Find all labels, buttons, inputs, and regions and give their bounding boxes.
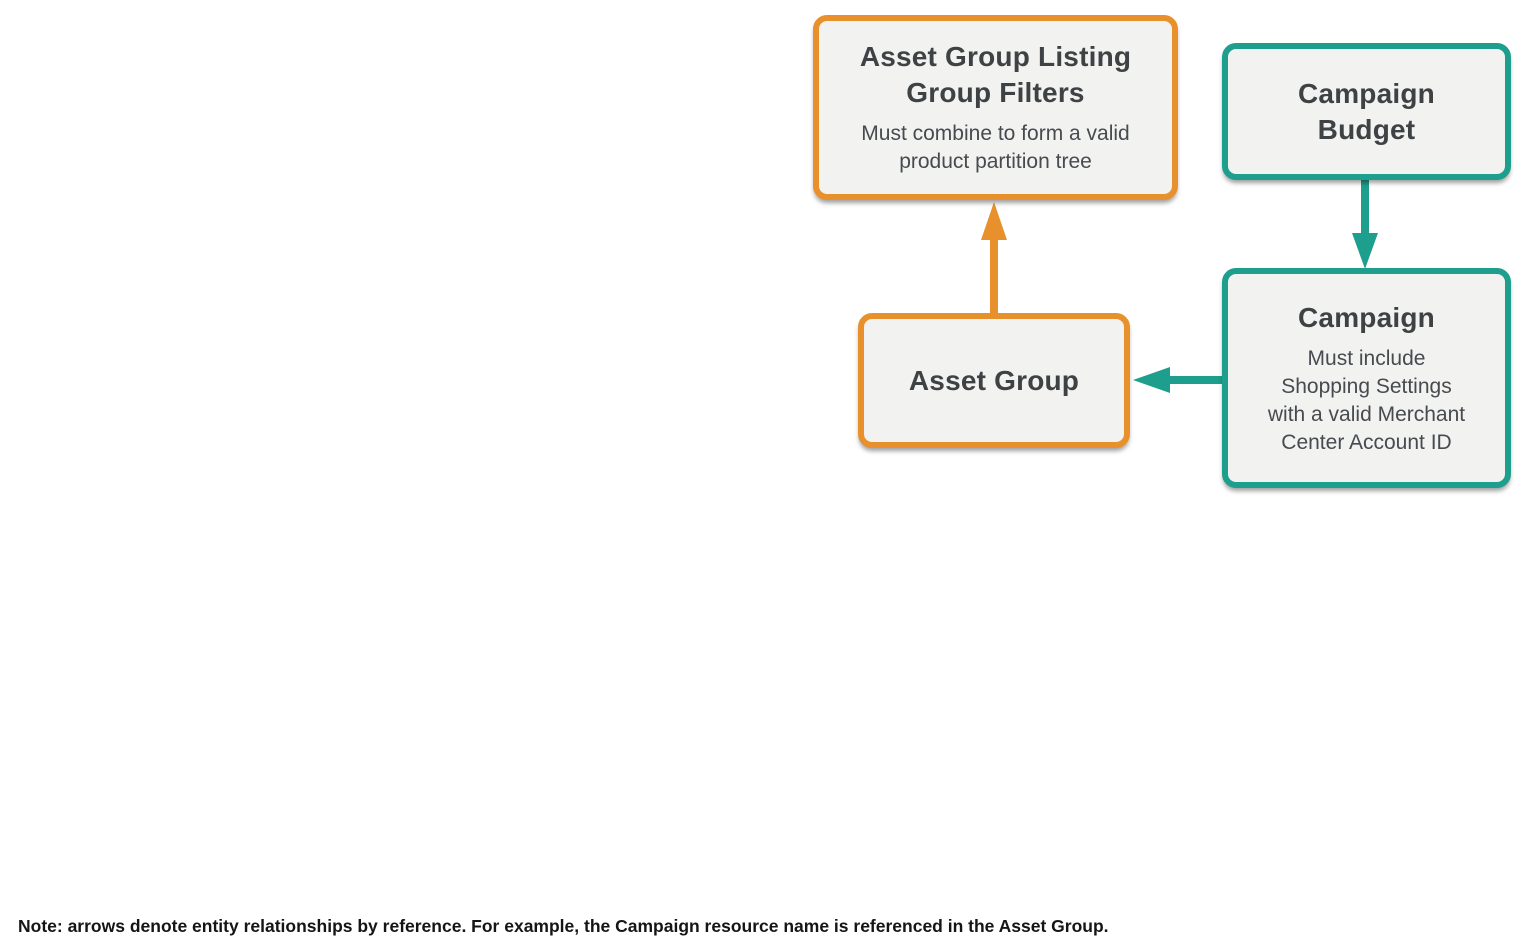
node-title-asset-group: Asset Group <box>908 364 1080 396</box>
node-campaign-budget: Campaign Budget <box>1222 43 1511 180</box>
node-asset-group: Asset Group <box>858 313 1130 448</box>
arrow-campaign-to-asset-group <box>1133 367 1222 393</box>
arrow-asset-group-to-listing-filters <box>981 202 1007 313</box>
node-subtitle-campaign: Must include Shopping Settings with a va… <box>1267 346 1466 454</box>
node-subtitle-asset-group-listing-group-filters: Must combine to form a valid product par… <box>861 122 1130 173</box>
node-title-asset-group-listing-group-filters: Asset Group Listing Group Filters <box>859 41 1132 108</box>
node-title-campaign: Campaign <box>1298 301 1435 333</box>
node-campaign: Campaign Must include Shopping Settings … <box>1222 268 1511 488</box>
node-title-campaign-budget: Campaign Budget <box>1298 77 1435 145</box>
footnote: Note: arrows denote entity relationships… <box>18 916 1109 936</box>
arrow-campaign-budget-to-campaign <box>1352 180 1378 269</box>
node-asset-group-listing-group-filters: Asset Group Listing Group Filters Must c… <box>813 15 1178 200</box>
